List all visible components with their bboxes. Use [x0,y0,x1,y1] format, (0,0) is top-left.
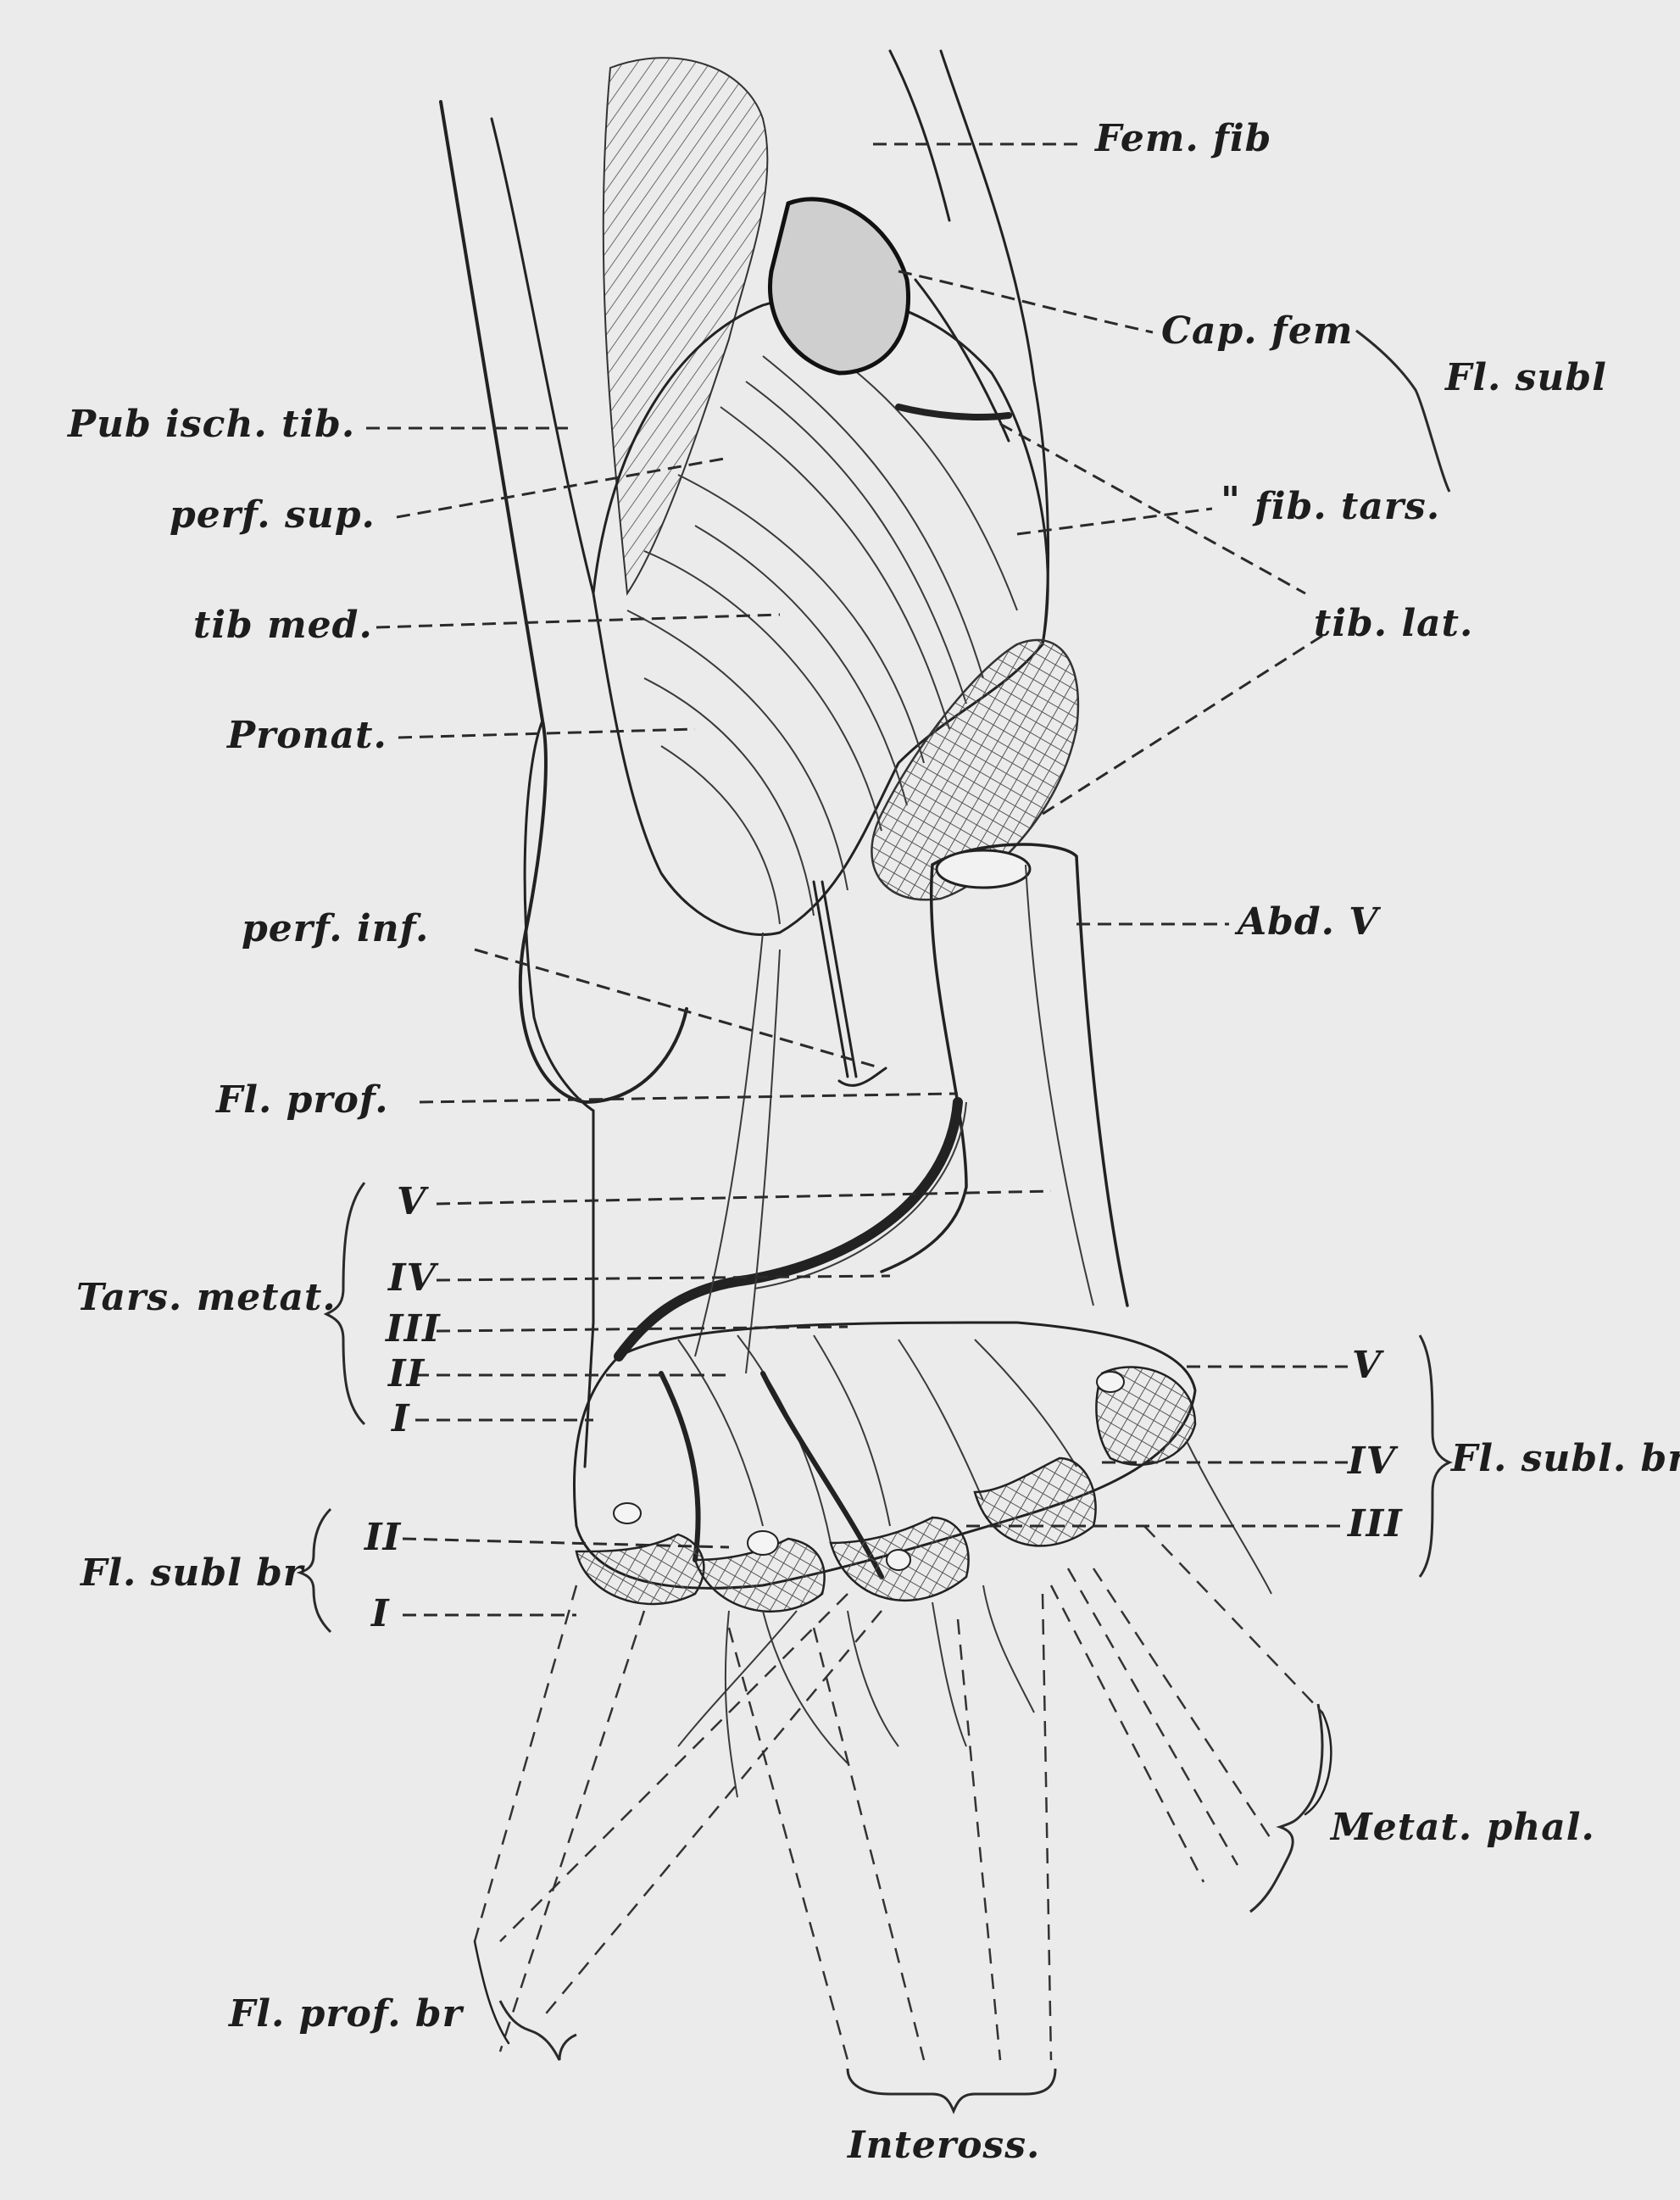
label-fl-prof-br: Fl. prof. br [227,1992,465,2036]
label-fl-subl-br-left: Fl. subl br [79,1551,305,1595]
label-tars-i: I [390,1397,410,1440]
label-fl-subl: Fl. subl [1444,356,1607,399]
label-tib-med: tib med. [193,604,373,647]
label-fl-prof: Fl. prof. [214,1078,389,1122]
label-tars-iii: III [384,1307,441,1351]
label-fl-subl-br-right: Fl. subl. br. [1449,1437,1680,1480]
abductor-tendon [882,844,1127,1306]
brace-fl-subl-br-left [300,1509,331,1632]
label-inteross: Inteross. [846,2124,1040,2167]
label-perf-sup: perf. sup. [170,493,375,537]
label-tib-lat: tib. lat. [1314,602,1473,645]
ditto-mark: " [1221,479,1241,522]
label-tars-ii: II [387,1352,426,1395]
flexor-profundus-tendon [619,1102,958,1356]
brace-inteross [848,2069,1055,2111]
brace-fl-prof-br [500,2001,576,2060]
label-flsubl-r-iv: IV [1346,1440,1399,1483]
label-tars-metat: Tars. metat. [76,1276,337,1319]
label-cap-fem: Cap. fem [1161,309,1353,353]
femoral-head [770,199,908,373]
label-fem-fib: Fem. fib [1093,117,1271,160]
label-fib-tars: fib. tars. [1252,485,1440,528]
label-pub-isch-tib: Pub isch. tib. [66,403,355,446]
label-tars-iv: IV [387,1256,439,1300]
toe-pads [576,1367,1195,1612]
braces [300,331,1449,2111]
label-flsubl-l-i: I [370,1592,390,1635]
projected-bones [475,1526,1331,2060]
label-abd-v: Abd. V [1234,900,1381,944]
label-flsubl-r-iii: III [1346,1502,1403,1546]
label-flsubl-l-ii: II [363,1516,402,1559]
brace-fl-subl [1356,331,1449,492]
label-perf-inf: perf. inf. [242,907,429,950]
label-tars-v: V [397,1180,429,1223]
brace-fl-subl-br-right [1420,1335,1449,1577]
label-pronat: Pronat. [225,714,387,757]
label-flsubl-r-v: V [1352,1344,1384,1387]
label-metat-phal: Metat. phal. [1329,1806,1595,1849]
